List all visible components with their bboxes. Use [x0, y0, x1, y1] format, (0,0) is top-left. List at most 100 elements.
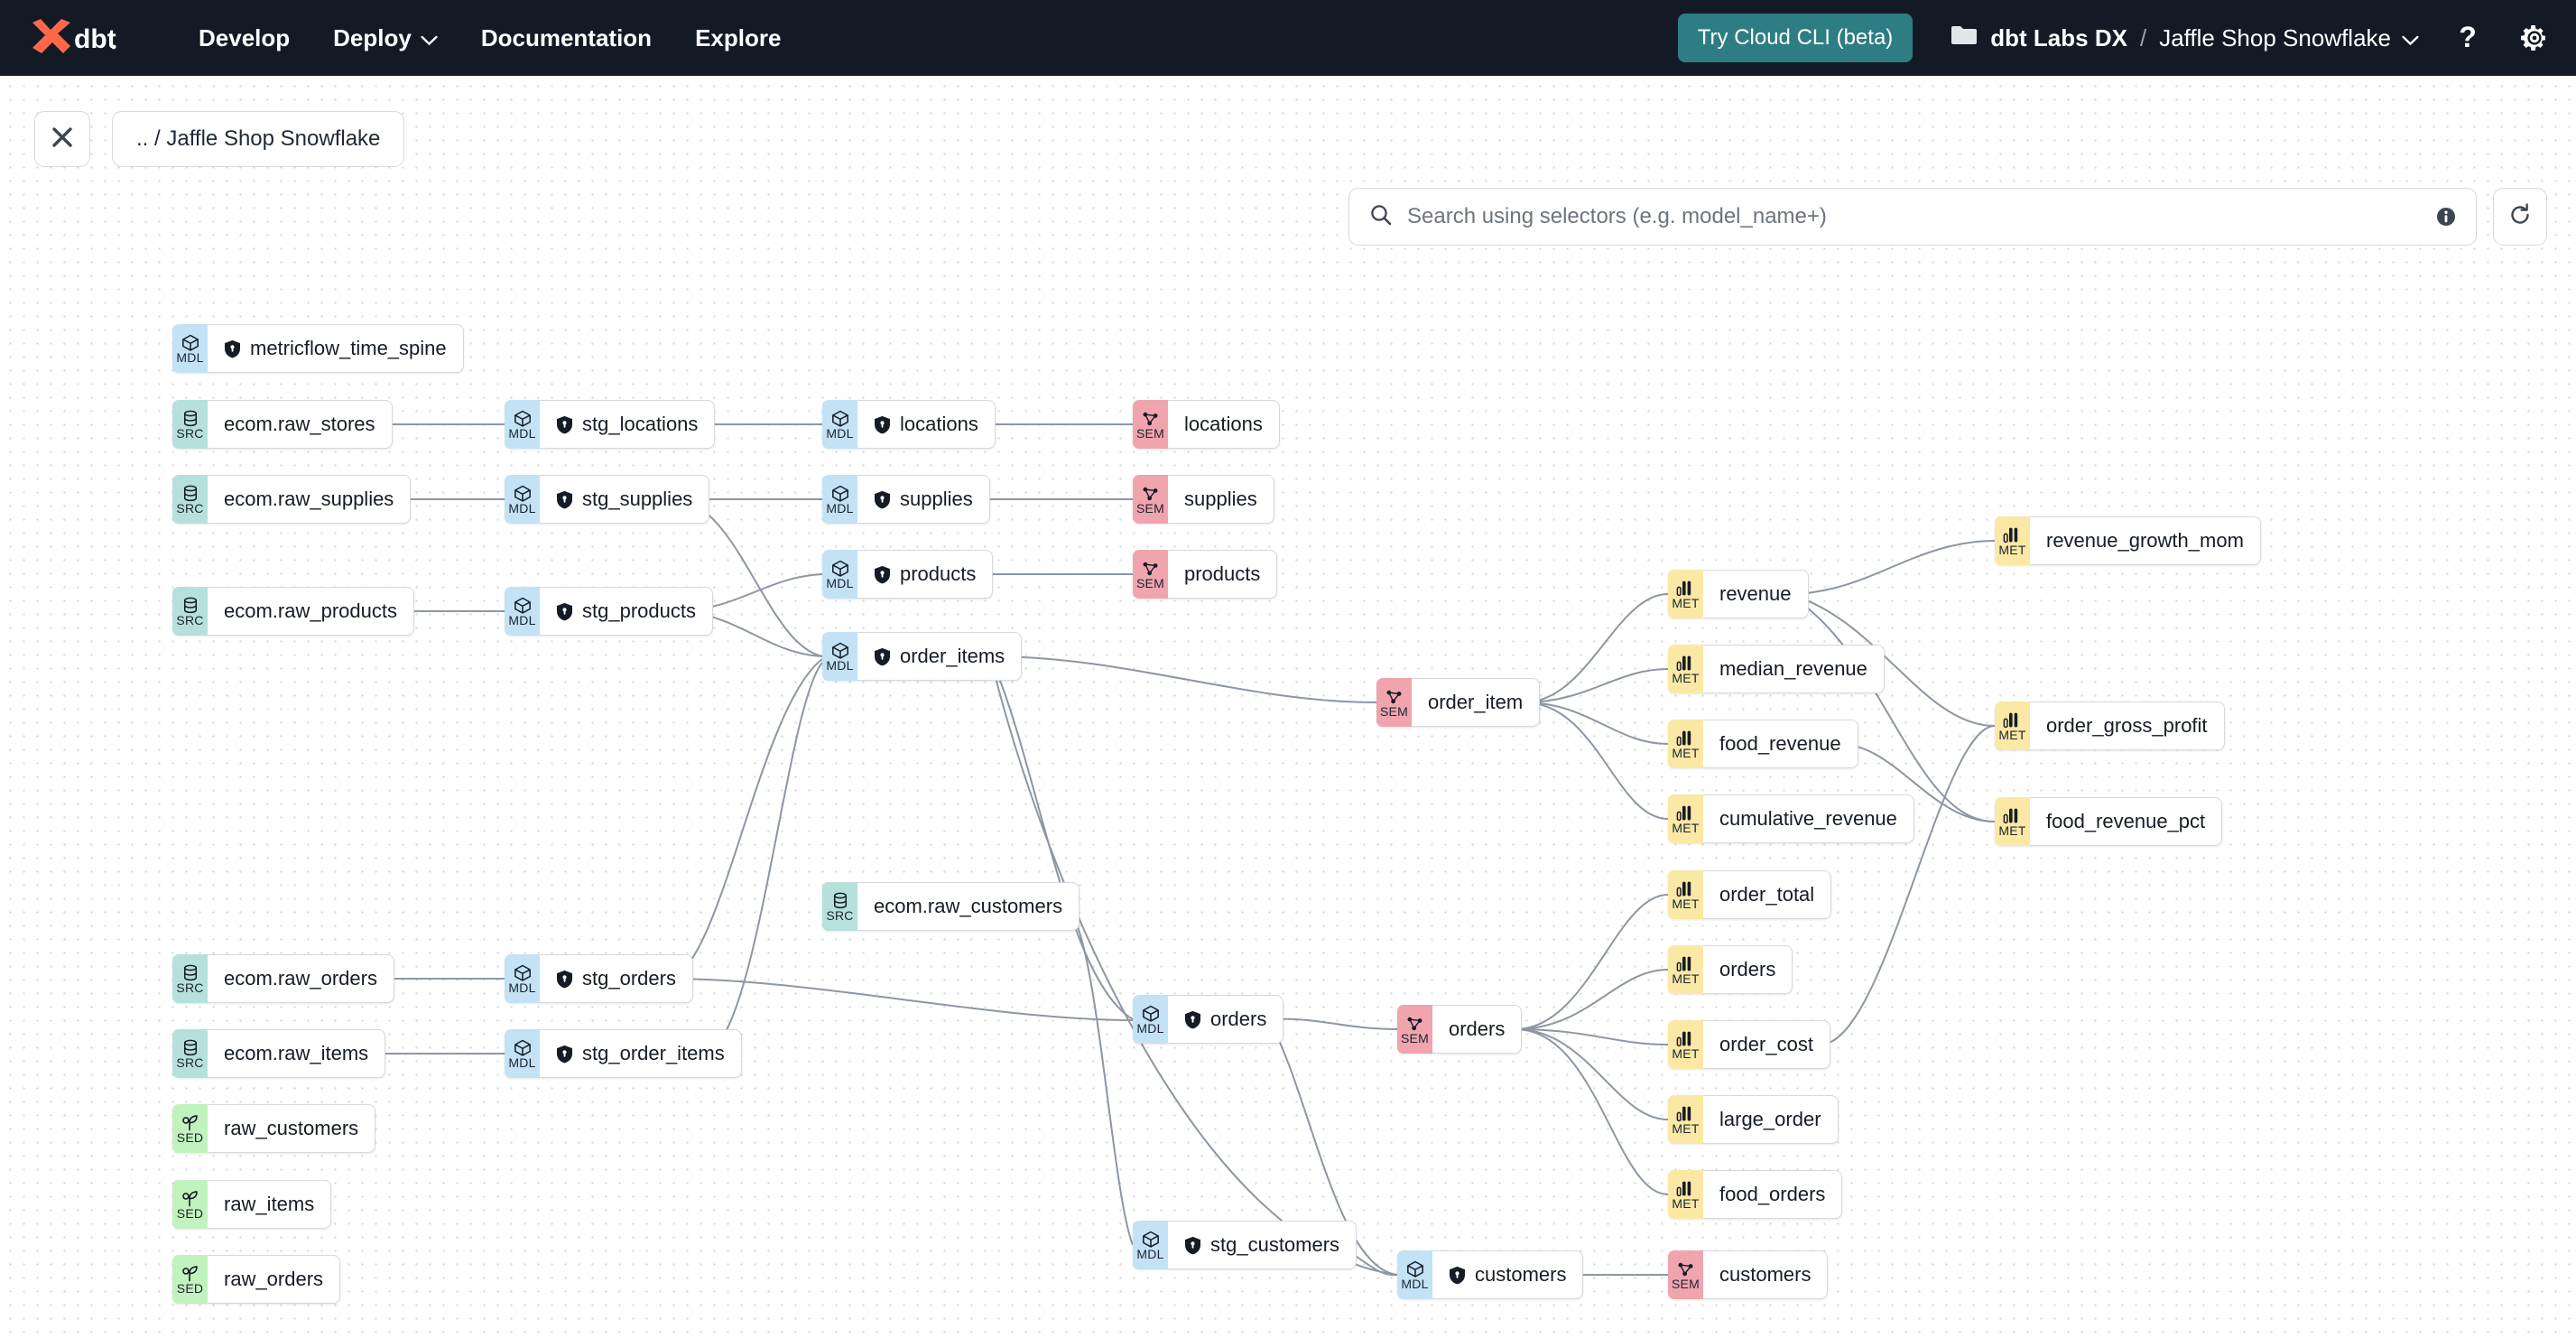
lineage-node-body[interactable]: customers	[1432, 1250, 1584, 1299]
dbt-logo[interactable]: dbt	[29, 19, 117, 57]
lineage-node-body[interactable]: food_orders	[1703, 1170, 1843, 1219]
lineage-node-body[interactable]: raw_orders	[208, 1255, 341, 1304]
gear-icon[interactable]	[2516, 20, 2553, 56]
lineage-node-body[interactable]: orders	[1703, 945, 1793, 994]
lineage-node-body[interactable]: ecom.raw_customers	[857, 882, 1080, 931]
lineage-node-body[interactable]: revenue_growth_mom	[2030, 516, 2261, 565]
lineage-node-body[interactable]: supplies	[857, 475, 990, 524]
lineage-node-body[interactable]: order_item	[1412, 678, 1541, 727]
lineage-node-body[interactable]: order_gross_profit	[2030, 702, 2225, 750]
breadcrumb-project[interactable]: Jaffle Shop Snowflake	[2159, 24, 2419, 52]
lineage-node-label: revenue_growth_mom	[2046, 529, 2244, 552]
lineage-node-body[interactable]: products	[1168, 550, 1278, 599]
lineage-node-body[interactable]: food_revenue_pct	[2030, 797, 2223, 846]
nav-link-documentation[interactable]: Documentation	[459, 15, 673, 61]
help-icon[interactable]: ?	[2450, 20, 2486, 56]
lineage-node-body[interactable]: stg_locations	[540, 400, 716, 449]
nav-link-deploy[interactable]: Deploy	[311, 15, 459, 61]
lineage-node-body[interactable]: ecom.raw_supplies	[208, 475, 412, 524]
lineage-node-body[interactable]: locations	[857, 400, 996, 449]
lineage-node-body[interactable]: food_revenue	[1703, 720, 1858, 768]
lineage-node-body[interactable]: ecom.raw_stores	[208, 400, 393, 449]
lineage-node-body[interactable]: stg_order_items	[540, 1029, 742, 1078]
lineage-node-body[interactable]: order_cost	[1703, 1020, 1830, 1069]
lineage-node-body[interactable]: supplies	[1168, 475, 1274, 524]
lineage-breadcrumb-pill[interactable]: .. / Jaffle Shop Snowflake	[112, 111, 405, 167]
lineage-node-body[interactable]: stg_products	[540, 587, 713, 636]
lineage-node-body[interactable]: raw_customers	[208, 1104, 376, 1153]
lineage-node-body[interactable]: cumulative_revenue	[1703, 794, 1914, 843]
lineage-node-body[interactable]: stg_orders	[540, 954, 693, 1003]
lineage-node-body[interactable]: order_items	[857, 632, 1023, 681]
close-lineage-button[interactable]	[34, 111, 90, 167]
lineage-node-body[interactable]: orders	[1168, 995, 1284, 1044]
breadcrumb-org[interactable]: dbt Labs DX	[1990, 23, 2127, 51]
lineage-node-body[interactable]: stg_supplies	[540, 475, 710, 524]
nav-link-develop[interactable]: Develop	[177, 15, 311, 61]
bar-chart-icon: MET	[1668, 570, 1703, 618]
selector-search-bar[interactable]	[1348, 188, 2477, 246]
search-input[interactable]	[1407, 204, 2434, 229]
try-cloud-cli-button[interactable]: Try Cloud CLI (beta)	[1677, 14, 1913, 62]
lineage-node-body[interactable]: orders	[1432, 1005, 1523, 1054]
lineage-node-body[interactable]: order_total	[1703, 870, 1832, 919]
nav-link-explore[interactable]: Explore	[673, 15, 802, 61]
bar-chart-icon: MET	[1668, 1095, 1703, 1144]
lineage-node-body[interactable]: customers	[1703, 1250, 1829, 1299]
lineage-node-body[interactable]: raw_items	[208, 1180, 332, 1229]
lineage-node-body[interactable]: median_revenue	[1703, 645, 1885, 693]
lineage-node-body[interactable]: metricflow_time_spine	[208, 324, 464, 373]
lineage-node-body[interactable]: ecom.raw_items	[208, 1029, 386, 1078]
lineage-node-body[interactable]: stg_customers	[1168, 1221, 1357, 1269]
lineage-node-body[interactable]: locations	[1168, 400, 1280, 449]
lineage-node-body[interactable]: large_order	[1703, 1095, 1839, 1144]
refresh-lineage-button[interactable]	[2493, 188, 2547, 246]
lineage-node-body[interactable]: ecom.raw_products	[208, 587, 414, 636]
lineage-node-body[interactable]: revenue	[1703, 570, 1809, 618]
lineage-node-body[interactable]: products	[857, 550, 994, 599]
lineage-node-body[interactable]: ecom.raw_orders	[208, 954, 394, 1003]
info-icon[interactable]	[2434, 205, 2458, 228]
